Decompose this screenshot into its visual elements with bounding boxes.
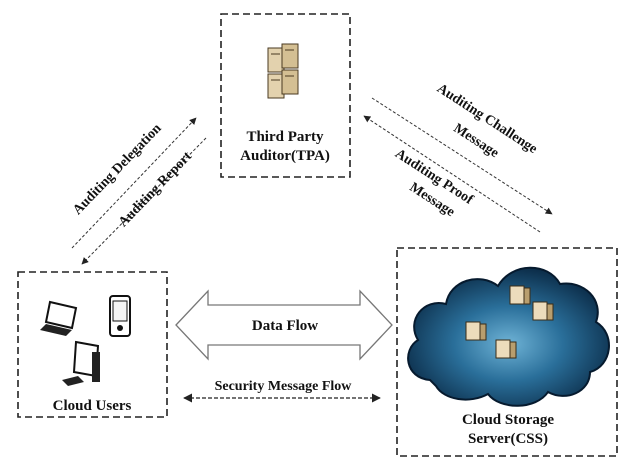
server-icon — [509, 285, 531, 305]
css-title-line1: Cloud Storage — [462, 412, 554, 428]
data-flow-label: Data Flow — [252, 318, 318, 334]
users-node: Cloud Users — [17, 271, 168, 418]
cloud-icon — [407, 266, 610, 407]
css-node: Cloud Storage Server(CSS) — [396, 247, 618, 457]
laptop-icon — [40, 300, 78, 336]
auditing-challenge-arrow — [371, 97, 553, 215]
server-icon — [495, 339, 517, 359]
desktop-computer-icon — [62, 340, 100, 386]
data-flow-arrow — [175, 289, 393, 361]
tpa-title-line2: Auditor(TPA) — [240, 148, 330, 164]
users-title: Cloud Users — [53, 398, 132, 414]
pda-icon — [109, 295, 131, 337]
server-rack-icon — [267, 43, 299, 99]
auditing-report-arrow — [81, 137, 207, 265]
server-icon — [532, 301, 554, 321]
css-title-line2: Server(CSS) — [468, 431, 548, 447]
auditing-proof-arrow — [363, 115, 541, 233]
auditing-delegation-arrow — [71, 117, 197, 249]
tpa-box — [220, 13, 351, 178]
tpa-node: Third Party Auditor(TPA) — [220, 13, 351, 178]
tpa-title-line1: Third Party — [246, 129, 324, 145]
security-message-flow-label: Security Message Flow — [215, 379, 353, 394]
server-icon — [465, 321, 487, 341]
